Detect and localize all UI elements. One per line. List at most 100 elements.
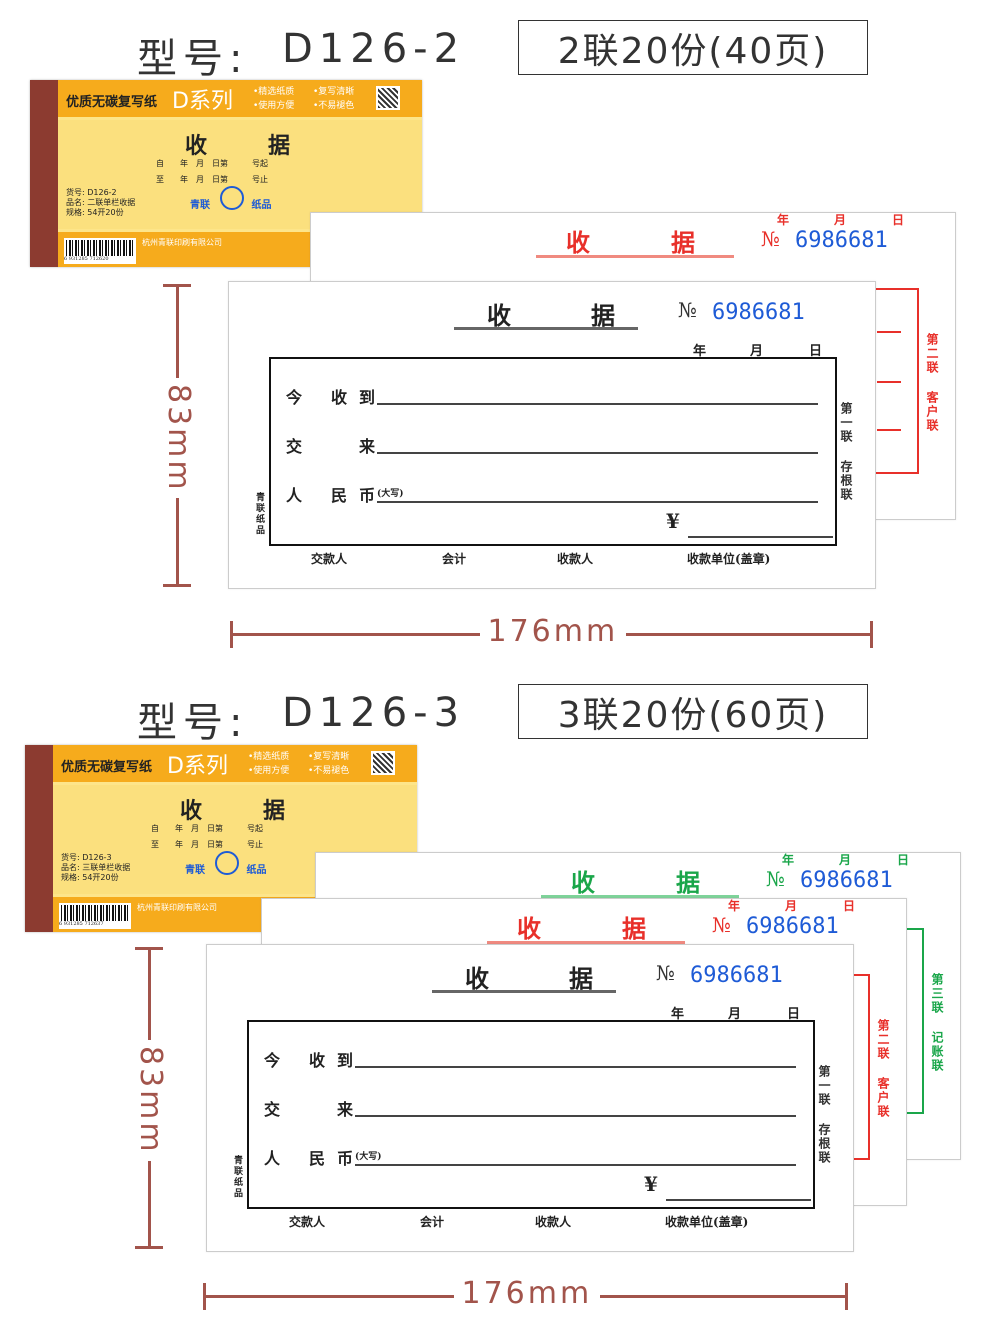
cover-title-left: 收 — [180, 798, 203, 824]
daxie-note: (大写) — [377, 489, 404, 499]
number-symbol: № — [766, 867, 785, 891]
year-label: 年 — [777, 213, 790, 227]
receipt-title-left: 收 — [465, 964, 489, 993]
side-brand: 青联纸品 — [232, 1155, 242, 1199]
field-line[interactable] — [377, 403, 818, 405]
field-label-char: 币 — [359, 486, 376, 505]
barcode-number: 6 931285 712620 — [64, 256, 136, 262]
field-label-char: 人 — [264, 1149, 281, 1168]
cover-brand: 优质无碳复写纸 — [66, 95, 158, 110]
cover-logo-text: 青联 纸品 — [190, 200, 272, 211]
signer-label: 会计 — [420, 1215, 445, 1229]
dimension-tick — [135, 1246, 163, 1249]
field-label-char: 今 — [264, 1051, 281, 1070]
height-dimension-label: 83mm — [161, 377, 196, 499]
dimension-tick — [203, 1283, 206, 1310]
receipt-form-box: 今收到交来人民币(大写)¥ — [269, 357, 837, 546]
yen-symbol: ¥ — [666, 509, 680, 533]
logo-icon — [215, 851, 239, 875]
copy-label: 第二联 客户联 — [925, 333, 939, 433]
cover-from-line: 自 年 月 日第 号起 — [151, 824, 263, 833]
field-line[interactable] — [377, 501, 818, 503]
field-label-char: 交 — [286, 437, 303, 456]
cover-item-no: 货号: D126-3 — [61, 853, 112, 862]
cover-feature: •不易褪色 — [308, 766, 350, 776]
qr-code-icon — [371, 751, 395, 775]
barcode-number: 6 931285 712637 — [59, 921, 131, 927]
model-number: D126-3 — [282, 690, 466, 736]
cover-item-name: 品名: 二联单栏收据 — [66, 198, 136, 207]
bracket-tick — [877, 381, 901, 383]
cover-item-name: 品名: 三联单栏收据 — [61, 863, 131, 872]
receipt-number: 6986681 — [690, 963, 783, 988]
cover-feature: •精选纸质 — [253, 87, 295, 97]
dimension-tick — [230, 621, 233, 648]
cover-feature: •不易褪色 — [313, 101, 355, 111]
bracket-tick — [877, 429, 901, 431]
copy-label: 第二联 客户联 — [876, 1019, 890, 1119]
copy-bracket — [871, 288, 919, 474]
dimension-tick — [163, 584, 191, 587]
number-symbol: № — [761, 227, 780, 251]
day-label: 日 — [787, 1007, 801, 1022]
model-label: 型号: — [137, 36, 249, 82]
field-line[interactable] — [377, 452, 818, 454]
title-underline — [541, 895, 739, 898]
month-label: 月 — [834, 213, 847, 227]
width-dimension-label: 176mm — [453, 1276, 601, 1311]
signer-label: 交款人 — [289, 1215, 326, 1229]
number-symbol: № — [678, 298, 697, 322]
cover-title-left: 收 — [185, 133, 208, 159]
field-label-char: 今 — [286, 388, 303, 407]
cover-from-line: 自 年 月 日第 号起 — [156, 159, 268, 168]
signer-label: 收款人 — [557, 552, 594, 566]
logo-icon — [220, 186, 244, 210]
title-underline — [487, 941, 685, 944]
cover-spine — [30, 80, 58, 267]
receipt-number: 6986681 — [795, 228, 888, 253]
signer-label: 收款人 — [535, 1215, 572, 1229]
field-line[interactable] — [355, 1115, 796, 1117]
field-line[interactable] — [355, 1164, 796, 1166]
model-label: 型号: — [137, 700, 249, 746]
amount-line[interactable] — [688, 536, 833, 538]
cover-item-spec: 规格: 54开20份 — [66, 208, 124, 217]
receipt-number: 6986681 — [746, 914, 839, 939]
year-label: 年 — [671, 1007, 685, 1022]
field-label-char: 到 — [359, 388, 376, 407]
cover-to-line: 至 年 月 日第 号止 — [151, 840, 263, 849]
field-label-char: 来 — [359, 437, 376, 456]
side-brand: 青联纸品 — [254, 492, 264, 536]
cover-company: 杭州青联印刷有限公司 — [142, 238, 222, 247]
field-label-char: 收 — [309, 1051, 326, 1070]
receipt-form-box: 今收到交来人民币(大写)¥ — [247, 1020, 815, 1209]
copy-label: 第三联 记账联 — [930, 973, 944, 1073]
dimension-tick — [870, 621, 873, 648]
field-label-char: 交 — [264, 1100, 281, 1119]
day-label: 日 — [892, 213, 905, 227]
receipt-title-right: 据 — [622, 914, 646, 943]
receipt-title-right: 据 — [671, 228, 695, 257]
title-underline — [432, 990, 616, 993]
cover-item-spec: 规格: 54开20份 — [61, 873, 119, 882]
day-label: 日 — [897, 853, 910, 867]
number-symbol: № — [712, 913, 731, 937]
field-label-char: 到 — [337, 1051, 354, 1070]
day-label: 日 — [809, 344, 823, 359]
cover-brand: 优质无碳复写纸 — [61, 760, 153, 775]
title-underline — [536, 255, 734, 258]
daxie-note: (大写) — [355, 1152, 382, 1162]
amount-line[interactable] — [666, 1199, 811, 1201]
month-label: 月 — [839, 853, 852, 867]
receipt-number: 6986681 — [800, 868, 893, 893]
cover-feature: •使用方便 — [248, 766, 290, 776]
dimension-tick — [163, 284, 191, 287]
field-label-char: 民 — [309, 1149, 326, 1168]
dimension-tick — [135, 947, 163, 950]
field-line[interactable] — [355, 1066, 796, 1068]
month-label: 月 — [785, 899, 798, 913]
